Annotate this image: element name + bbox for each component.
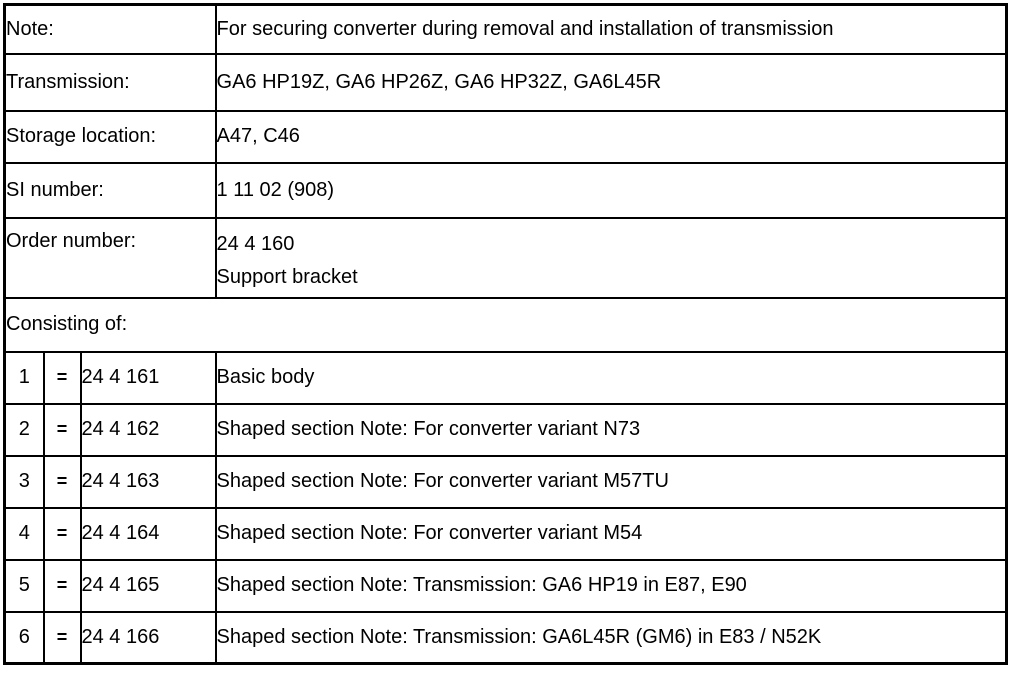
info-value-si-number: 1 11 02 (908): [214, 161, 1008, 219]
component-row: 2 = 24 4 162 Shaped section Note: For co…: [3, 402, 1008, 457]
equals-sign: =: [42, 610, 82, 665]
component-row: 5 = 24 4 165 Shaped section Note: Transm…: [3, 558, 1008, 613]
component-index: 6: [3, 610, 45, 665]
component-index: 3: [3, 454, 45, 509]
component-part-number: 24 4 166: [79, 610, 217, 665]
component-index: 1: [3, 350, 45, 405]
section-header-row: Consisting of:: [3, 296, 1008, 353]
info-value-transmission: GA6 HP19Z, GA6 HP26Z, GA6 HP32Z, GA6L45R: [214, 52, 1008, 112]
order-number-name: Support bracket: [216, 265, 358, 288]
component-row: 4 = 24 4 164 Shaped section Note: For co…: [3, 506, 1008, 561]
info-value-order-number: 24 4 160 Support bracket: [214, 216, 1008, 299]
component-description: Shaped section Note: Transmission: GA6 H…: [214, 558, 1008, 613]
info-label-si-number: SI number:: [3, 161, 217, 219]
order-number-value: 24 4 160: [216, 232, 295, 255]
component-description: Shaped section Note: For converter varia…: [214, 454, 1008, 509]
component-description: Shaped section Note: Transmission: GA6L4…: [214, 610, 1008, 665]
section-header-label: Consisting of:: [3, 296, 1008, 353]
component-part-number: 24 4 164: [79, 506, 217, 561]
component-index: 4: [3, 506, 45, 561]
info-value-storage-location: A47, C46: [214, 109, 1008, 164]
component-index: 5: [3, 558, 45, 613]
tool-spec-table: Note: For securing converter during remo…: [3, 3, 1008, 665]
component-row: 3 = 24 4 163 Shaped section Note: For co…: [3, 454, 1008, 509]
info-label-transmission: Transmission:: [3, 52, 217, 112]
component-part-number: 24 4 165: [79, 558, 217, 613]
equals-sign: =: [42, 350, 82, 405]
component-row: 6 = 24 4 166 Shaped section Note: Transm…: [3, 610, 1008, 665]
component-row: 1 = 24 4 161 Basic body: [3, 350, 1008, 405]
info-label-storage-location: Storage location:: [3, 109, 217, 164]
info-row-transmission: Transmission: GA6 HP19Z, GA6 HP26Z, GA6 …: [3, 52, 1008, 112]
info-row-note: Note: For securing converter during remo…: [3, 3, 1008, 55]
equals-sign: =: [42, 454, 82, 509]
equals-sign: =: [42, 506, 82, 561]
component-part-number: 24 4 163: [79, 454, 217, 509]
info-row-si-number: SI number: 1 11 02 (908): [3, 161, 1008, 219]
component-index: 2: [3, 402, 45, 457]
info-row-storage-location: Storage location: A47, C46: [3, 109, 1008, 164]
info-value-note: For securing converter during removal an…: [214, 3, 1008, 55]
equals-sign: =: [42, 402, 82, 457]
component-part-number: 24 4 162: [79, 402, 217, 457]
component-description: Shaped section Note: For converter varia…: [214, 402, 1008, 457]
component-description: Shaped section Note: For converter varia…: [214, 506, 1008, 561]
info-label-order-number: Order number:: [3, 216, 217, 299]
component-description: Basic body: [214, 350, 1008, 405]
info-label-note: Note:: [3, 3, 217, 55]
equals-sign: =: [42, 558, 82, 613]
info-row-order-number: Order number: 24 4 160 Support bracket: [3, 216, 1008, 299]
component-part-number: 24 4 161: [79, 350, 217, 405]
